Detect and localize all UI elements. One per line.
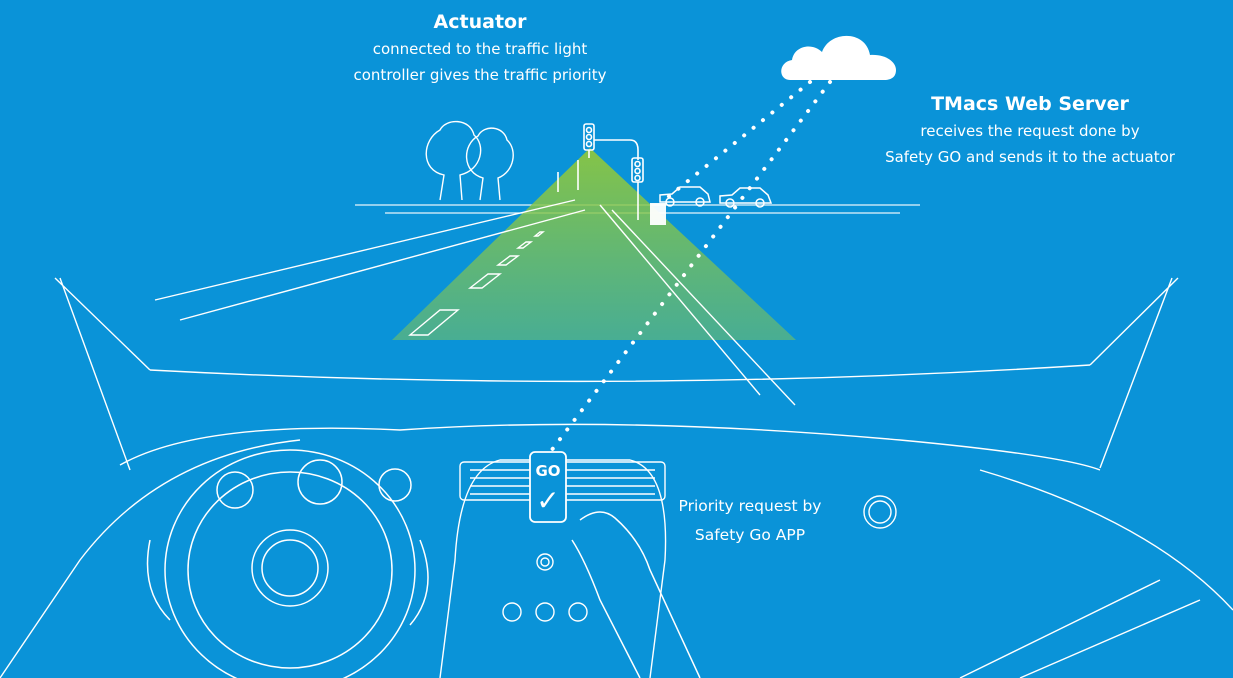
priority-beam xyxy=(392,148,796,340)
server-desc-line1: receives the request done by xyxy=(920,122,1140,140)
app-desc-line2: Safety Go APP xyxy=(694,526,806,544)
app-callout: Priority request by Safety Go APP xyxy=(630,492,870,550)
cloud-icon xyxy=(781,35,896,80)
server-desc-line2: Safety GO and sends it to the actuator xyxy=(885,148,1175,166)
phone-go-label: GO xyxy=(535,462,560,480)
server-title: TMacs Web Server xyxy=(931,93,1129,115)
phone-check-icon: ✓ xyxy=(536,484,559,517)
car-icon xyxy=(659,186,773,208)
smartphone-icon: GO ✓ xyxy=(529,451,567,523)
trees-icon xyxy=(425,120,514,201)
app-desc-line1: Priority request by xyxy=(678,497,822,515)
server-callout: TMacs Web Server receives the request do… xyxy=(830,90,1230,170)
actuator-desc-line1: connected to the traffic light xyxy=(372,40,588,58)
traffic-light-icon xyxy=(557,123,644,220)
signal-dots xyxy=(546,80,832,457)
actuator-callout: Actuator connected to the traffic light … xyxy=(300,8,660,88)
actuator-desc-line2: controller gives the traffic priority xyxy=(353,66,607,84)
actuator-title: Actuator xyxy=(433,11,527,33)
hand-icon xyxy=(571,511,701,678)
car-interior xyxy=(0,277,1233,678)
road xyxy=(154,199,796,406)
steering-wheel-icon xyxy=(146,449,429,678)
actuator-box xyxy=(650,203,666,225)
